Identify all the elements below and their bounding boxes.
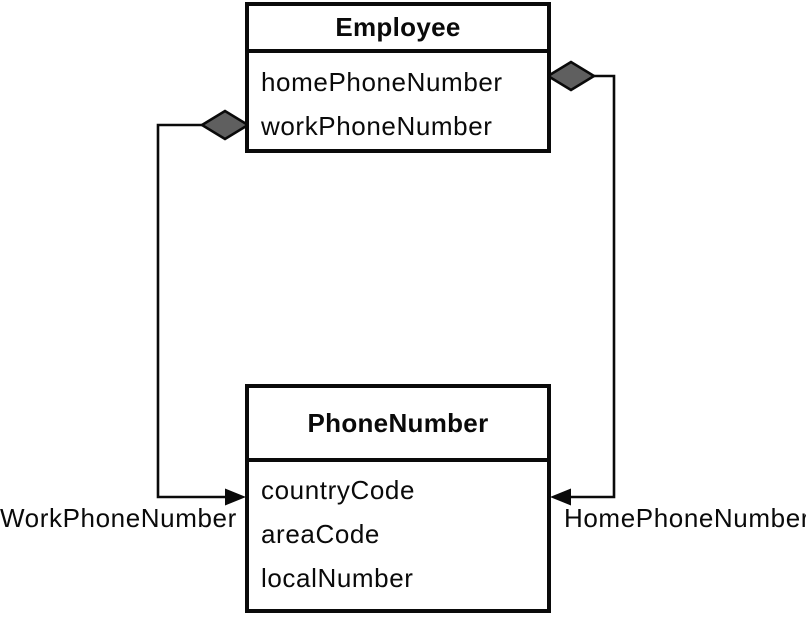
association-label-home: HomePhoneNumber: [564, 503, 806, 533]
attribute: homePhoneNumber: [261, 67, 503, 97]
class-node-employee: Employee homePhoneNumber workPhoneNumber: [245, 2, 551, 153]
attribute: countryCode: [261, 475, 416, 505]
attribute: workPhoneNumber: [261, 111, 493, 141]
work-association-line: [156, 123, 230, 499]
home-aggregation-diamond-icon: [545, 60, 597, 92]
attribute: areaCode: [261, 519, 380, 549]
class-node-phonenumber: PhoneNumber countryCode areaCode localNu…: [245, 384, 551, 613]
class-name: Employee: [249, 6, 547, 53]
association-label-work: WorkPhoneNumber: [0, 503, 237, 533]
attribute-compartment: homePhoneNumber workPhoneNumber: [249, 53, 547, 148]
work-aggregation-diamond-icon: [199, 109, 251, 141]
attribute: localNumber: [261, 563, 414, 593]
class-name: PhoneNumber: [249, 388, 547, 462]
attribute-compartment: countryCode areaCode localNumber: [249, 462, 547, 600]
home-association-line: [566, 74, 616, 499]
